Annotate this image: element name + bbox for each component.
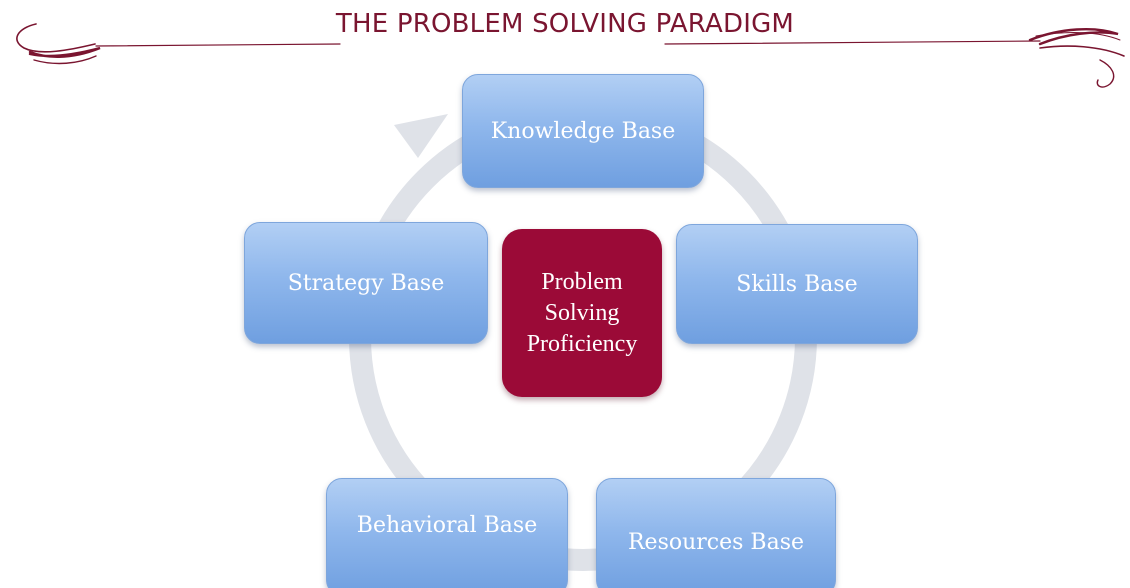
cycle-arrowhead <box>394 114 448 158</box>
node-knowledge-base-label: Knowledge Base <box>490 118 676 144</box>
node-resources-base: Resources Base <box>596 478 836 588</box>
left-flourish-swash-2 <box>33 55 97 65</box>
right-flourish-swash-2 <box>1039 45 1125 57</box>
node-skills-base: Skills Base <box>676 224 918 344</box>
node-strategy-base-label: Strategy Base <box>287 270 445 296</box>
node-resources-base-label: Resources Base <box>627 529 805 555</box>
center-node-problem-solving-proficiency: Problem Solving Proficiency <box>502 229 662 397</box>
right-flourish-line <box>1035 32 1121 41</box>
node-behavioral-base-label: Behavioral Base <box>356 513 538 538</box>
center-label-line-1: Problem <box>541 268 623 295</box>
title-rule-left <box>95 43 341 47</box>
center-label-line-2: Solving <box>544 299 620 326</box>
center-label-line-3: Proficiency <box>526 330 638 357</box>
node-skills-base-label: Skills Base <box>736 271 858 297</box>
node-knowledge-base: Knowledge Base <box>462 74 704 188</box>
left-flourish-curl <box>16 23 96 53</box>
right-flourish-curl <box>1096 59 1115 88</box>
right-flourish-swash <box>1028 28 1119 46</box>
title-rule-right <box>664 40 1041 45</box>
node-behavioral-base: Behavioral Base <box>326 478 568 588</box>
title-flourish-decoration <box>16 23 1125 88</box>
left-flourish-swash <box>28 46 101 58</box>
node-strategy-base: Strategy Base <box>244 222 488 344</box>
page-title: THE PROBLEM SOLVING PARADIGM <box>335 9 795 39</box>
